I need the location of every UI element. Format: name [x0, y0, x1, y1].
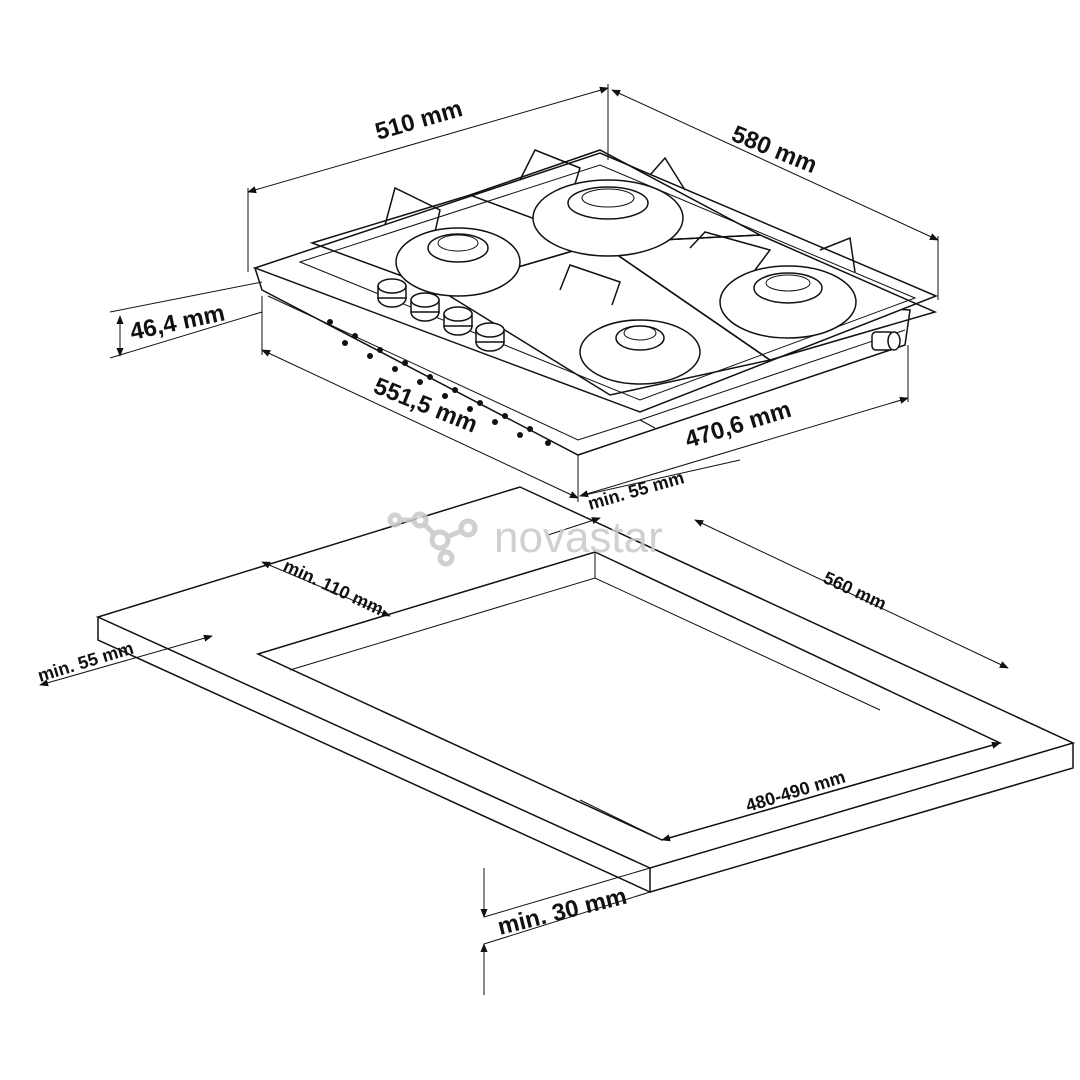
knob-2 — [410, 292, 440, 322]
watermark: novastar — [387, 511, 663, 567]
control-knobs — [377, 278, 505, 352]
knob-1 — [377, 278, 407, 308]
burner-rear-center — [532, 179, 684, 257]
knob-3 — [443, 306, 473, 336]
burner-rear-left — [395, 227, 521, 297]
hob — [252, 149, 938, 456]
knob-4 — [475, 322, 505, 352]
label-min-back-clearance: min. 110 mm — [280, 555, 386, 619]
burner-front-center — [579, 319, 701, 385]
gas-connector — [871, 331, 901, 351]
label-height: 46,4 mm — [128, 299, 228, 345]
label-min-worktop-thickness: min. 30 mm — [495, 883, 630, 941]
label-depth: 580 mm — [728, 121, 821, 180]
worktop — [95, 486, 1076, 894]
hob-dimension-lines — [109, 84, 939, 502]
label-min-front-clearance: min. 55 mm — [586, 467, 687, 514]
burner-front-right — [719, 265, 857, 339]
watermark-brand: novastar — [494, 513, 663, 562]
molecule-logo-icon — [387, 511, 478, 567]
label-width: 510 mm — [372, 95, 465, 146]
label-cutout-depth: 560 mm — [820, 567, 889, 613]
